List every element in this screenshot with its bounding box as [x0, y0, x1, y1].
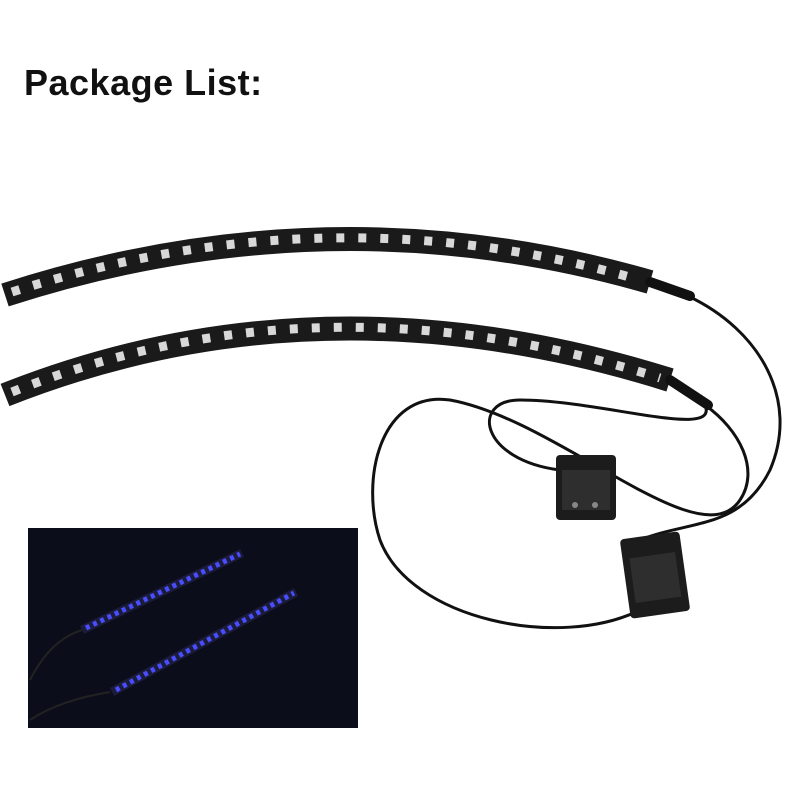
molex-connector-2 — [620, 531, 690, 619]
led-strip-2 — [0, 316, 713, 410]
lit-strips-inset — [28, 528, 358, 728]
package-list-heading: Package List: — [24, 62, 263, 103]
molex-connector-1 — [556, 455, 616, 520]
led-strip-1 — [1, 227, 695, 307]
cables — [371, 294, 782, 630]
cable-2 — [488, 398, 708, 472]
cable-1 — [639, 294, 782, 542]
cable-3 — [371, 397, 750, 630]
